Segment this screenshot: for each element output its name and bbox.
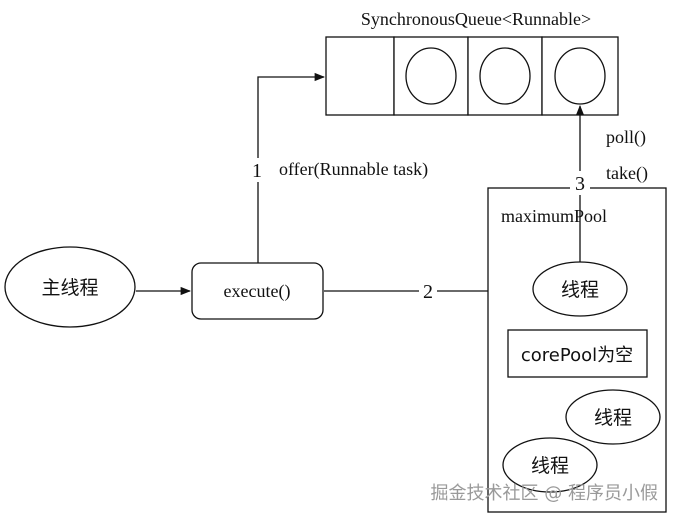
pool-thread-bottom-label: 线程 bbox=[531, 455, 569, 477]
queue-item-3 bbox=[554, 47, 606, 105]
queue-item-1 bbox=[405, 47, 457, 105]
offer-label: offer(Runnable task) bbox=[279, 159, 428, 180]
queue-slot-empty bbox=[325, 36, 395, 116]
core-pool-empty-box bbox=[507, 329, 648, 378]
maximum-pool-label: maximumPool bbox=[501, 206, 607, 226]
take-label: take() bbox=[606, 163, 648, 184]
pool-thread-mid-label: 线程 bbox=[594, 407, 632, 429]
step3-label: 3 bbox=[575, 173, 585, 195]
step1-label: 1 bbox=[252, 160, 262, 182]
step3-label-bg bbox=[570, 171, 590, 195]
synchronous-queue bbox=[325, 36, 619, 116]
queue-title: SynchronousQueue<Runnable> bbox=[361, 9, 591, 29]
pool-thread-mid bbox=[565, 389, 661, 445]
execute-label: execute() bbox=[224, 281, 291, 302]
step2-label-bg bbox=[419, 279, 437, 303]
arrow-execute-to-queue bbox=[257, 72, 326, 263]
step1-label-bg bbox=[248, 158, 266, 182]
main-thread-node bbox=[4, 246, 136, 328]
main-thread-label: 主线程 bbox=[41, 277, 98, 299]
pool-thread-top-label: 线程 bbox=[561, 279, 599, 301]
poll-label: poll() bbox=[606, 127, 646, 148]
core-pool-empty-label: corePool为空 bbox=[521, 345, 633, 366]
watermark: 掘金技术社区 @ 程序员小假 bbox=[431, 483, 658, 504]
pool-thread-bottom bbox=[502, 437, 598, 493]
step2-label: 2 bbox=[423, 281, 433, 303]
queue-item-2 bbox=[479, 47, 531, 105]
